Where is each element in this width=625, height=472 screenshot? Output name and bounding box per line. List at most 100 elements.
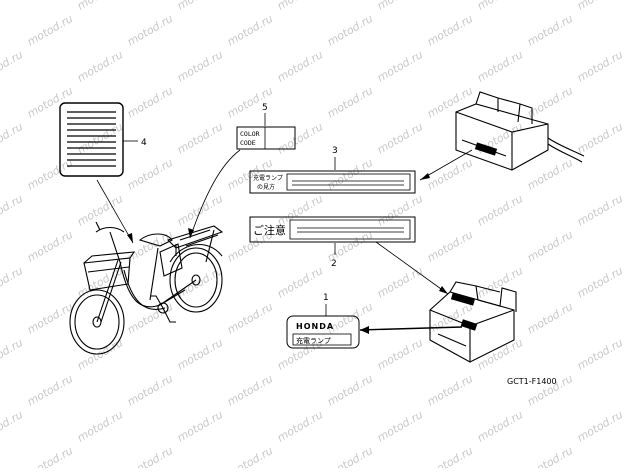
watermark-text: motod.ru <box>0 120 25 157</box>
watermark-text: motod.ru <box>175 0 225 13</box>
watermark-text: motod.ru <box>225 300 275 337</box>
watermark-text: motod.ru <box>225 372 275 409</box>
watermark-text: motod.ru <box>0 264 25 301</box>
honda-logo-text: HONDA <box>296 322 334 331</box>
watermark-text: motod.ru <box>25 12 75 49</box>
watermark-text: motod.ru <box>25 372 75 409</box>
watermark-text: motod.ru <box>0 192 25 229</box>
code-label-text: CODE <box>240 139 256 147</box>
pointer-5 <box>189 149 241 239</box>
part-4-label-card <box>59 102 124 177</box>
watermark-text: motod.ru <box>575 192 625 229</box>
watermark-text: motod.ru <box>275 120 325 157</box>
pointer-4 <box>96 179 134 244</box>
arrowhead-3 <box>420 173 430 180</box>
figure-code: GCT1-F1400 <box>507 377 557 386</box>
watermark-text: motod.ru <box>575 0 625 13</box>
part-3-charge-lamp-label: 充電ランプ の見方 <box>249 170 416 194</box>
watermark-text: motod.ru <box>75 120 125 157</box>
watermark-text: motod.ru <box>125 444 175 468</box>
battery-charger-bottom <box>429 281 517 363</box>
watermark-text: motod.ru <box>225 12 275 49</box>
watermark-text: motod.ru <box>575 264 625 301</box>
battery-charger-top <box>455 91 585 171</box>
watermark-text: motod.ru <box>175 120 225 157</box>
watermark-text: motod.ru <box>425 444 475 468</box>
watermark-text: motod.ru <box>275 264 325 301</box>
watermark-text: motod.ru <box>125 12 175 49</box>
watermark-text: motod.ru <box>475 336 525 373</box>
watermark-text: motod.ru <box>75 0 125 13</box>
watermark-text: motod.ru <box>125 372 175 409</box>
watermark-text: motod.ru <box>125 84 175 121</box>
watermark-text: motod.ru <box>525 228 575 265</box>
watermark-text: motod.ru <box>425 12 475 49</box>
watermark-text: motod.ru <box>475 0 525 13</box>
charge-lamp-short-text: 充電ランプ <box>296 336 331 345</box>
watermark-text: motod.ru <box>275 0 325 13</box>
charge-lamp-text: 充電ランプ <box>253 174 283 182</box>
watermark-text: motod.ru <box>225 444 275 468</box>
watermark-text: motod.ru <box>275 408 325 445</box>
arrowhead-4 <box>127 233 133 243</box>
watermark-text: motod.ru <box>575 336 625 373</box>
how-to-read-text: の見方 <box>257 183 275 191</box>
watermark-text: motod.ru <box>375 120 425 157</box>
watermark-text: motod.ru <box>575 48 625 85</box>
watermark-text: motod.ru <box>25 300 75 337</box>
part-5-color-code-label: COLOR CODE <box>236 126 296 150</box>
watermark-text: motod.ru <box>325 84 375 121</box>
watermark-text: motod.ru <box>525 156 575 193</box>
watermark-text: motod.ru <box>75 48 125 85</box>
watermark-text: motod.ru <box>475 264 525 301</box>
watermark-text: motod.ru <box>25 228 75 265</box>
arrowhead-1 <box>360 326 369 334</box>
electric-bicycle <box>69 221 224 355</box>
callout-5: 5 <box>262 103 268 113</box>
watermark-text: motod.ru <box>0 48 25 85</box>
watermark-text: motod.ru <box>425 228 475 265</box>
watermark-text: motod.ru <box>75 192 125 229</box>
watermark-text: motod.ru <box>175 48 225 85</box>
watermark-text: motod.ru <box>125 228 175 265</box>
watermark-text: motod.ru <box>575 408 625 445</box>
watermark-text: motod.ru <box>525 444 575 468</box>
watermark-text: motod.ru <box>0 0 25 13</box>
watermark-text: motod.ru <box>475 48 525 85</box>
watermark-text: motod.ru <box>425 372 475 409</box>
part-2-caution-label: ご注意 <box>249 216 416 243</box>
watermark-text: motod.ru <box>375 48 425 85</box>
watermark-text: motod.ru <box>125 156 175 193</box>
watermark-text: motod.ru <box>375 192 425 229</box>
watermark-text: motod.ru <box>375 408 425 445</box>
pointer-1 <box>359 326 463 331</box>
arrowhead-2 <box>439 286 448 294</box>
watermark-text: motod.ru <box>175 336 225 373</box>
callout-2: 2 <box>331 259 337 269</box>
callout-3: 3 <box>332 146 338 156</box>
watermark-text: motod.ru <box>175 408 225 445</box>
callout-4: 4 <box>141 138 147 148</box>
watermark-text: motod.ru <box>0 408 25 445</box>
watermark-text: motod.ru <box>425 156 475 193</box>
watermark-text: motod.ru <box>325 372 375 409</box>
watermark-text: motod.ru <box>475 192 525 229</box>
watermark-text: motod.ru <box>0 336 25 373</box>
watermark-text: motod.ru <box>25 156 75 193</box>
watermark-text: motod.ru <box>25 444 75 468</box>
watermark-text: motod.ru <box>375 264 425 301</box>
watermark-text: motod.ru <box>325 444 375 468</box>
callout-1: 1 <box>323 293 329 303</box>
pointer-2 <box>375 241 449 295</box>
color-label-text: COLOR <box>240 130 260 138</box>
watermark-text: motod.ru <box>375 0 425 13</box>
watermark-text: motod.ru <box>425 84 475 121</box>
watermark-text: motod.ru <box>525 300 575 337</box>
watermark-text: motod.ru <box>375 336 425 373</box>
watermark-text: motod.ru <box>575 120 625 157</box>
watermark-text: motod.ru <box>525 12 575 49</box>
watermark-text: motod.ru <box>75 408 125 445</box>
